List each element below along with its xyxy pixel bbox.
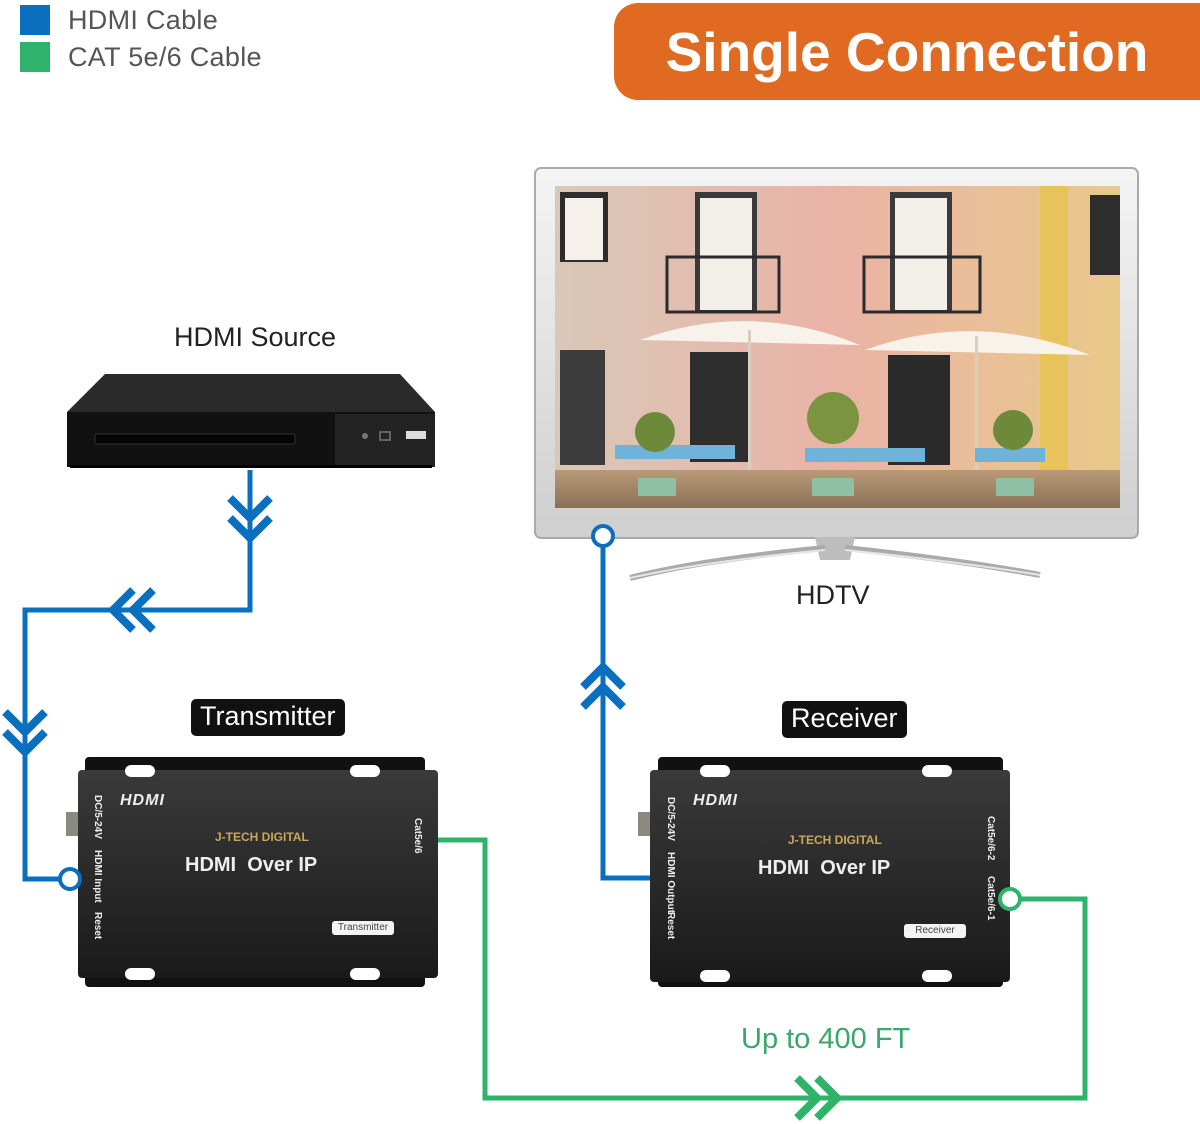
transmitter-maker: J-TECH DIGITAL	[215, 830, 309, 844]
chevron-arrow-icon	[580, 661, 626, 710]
legend-cat: CAT 5e/6 Cable	[20, 37, 262, 77]
receiver-tag: Receiver	[782, 701, 907, 738]
transmitter-hdmi-logo: HDMI	[120, 792, 165, 809]
legend-hdmi-label: HDMI Cable	[68, 4, 219, 35]
receiver-port-hdmi: HDMI Output	[665, 852, 676, 914]
transmitter-hdmi-port-icon	[58, 867, 82, 891]
legend-cat-label: CAT 5e/6 Cable	[68, 41, 262, 72]
tv-icon	[534, 167, 1139, 581]
transmitter-port-reset: Reset	[92, 912, 103, 940]
legend-hdmi: HDMI Cable	[20, 0, 218, 40]
receiver-maker: J-TECH DIGITAL	[788, 833, 882, 847]
chevron-arrow-icon	[227, 495, 273, 544]
transmitter-port-dc: DC/5-24V	[92, 795, 103, 839]
chevron-arrow-icon	[794, 1075, 843, 1121]
receiver-model: HDMI Over IP	[758, 857, 891, 879]
blu-ray-player-icon	[67, 374, 435, 468]
receiver-port-reset: Reset	[665, 912, 676, 940]
receiver-cat-port-icon	[998, 887, 1022, 911]
cat-swatch-icon	[20, 42, 50, 72]
receiver-hdmi-logo: HDMI	[693, 792, 738, 809]
hdmi-cable-source	[22, 470, 253, 882]
transmitter-port-cat: Cat5e/6	[412, 818, 423, 854]
source-label: HDMI Source	[174, 322, 337, 352]
transmitter-model: HDMI Over IP	[185, 854, 318, 876]
transmitter-badge: Transmitter	[332, 921, 394, 935]
distance-label: Up to 400 FT	[741, 1023, 911, 1055]
receiver-badge: Receiver	[904, 924, 966, 938]
tv-hdmi-port-icon	[591, 524, 615, 548]
tv-label: HDTV	[796, 580, 870, 610]
cat-cable	[436, 837, 1088, 1101]
receiver-port-cat2: Cat5e/6-2	[985, 816, 996, 861]
receiver-port-cat1: Cat5e/6-1	[985, 876, 996, 921]
transmitter-port-hdmi: HDMI Input	[92, 850, 103, 903]
hdmi-swatch-icon	[20, 5, 50, 35]
transmitter-tag: Transmitter	[191, 699, 345, 736]
receiver-port-dc: DC/5-24V	[665, 797, 676, 841]
chevron-arrow-icon	[2, 709, 48, 758]
banner-title: Single Connection	[665, 20, 1149, 83]
chevron-arrow-icon	[107, 587, 156, 633]
hdmi-cable-tv	[600, 536, 650, 881]
title-banner: Single Connection	[614, 3, 1200, 100]
